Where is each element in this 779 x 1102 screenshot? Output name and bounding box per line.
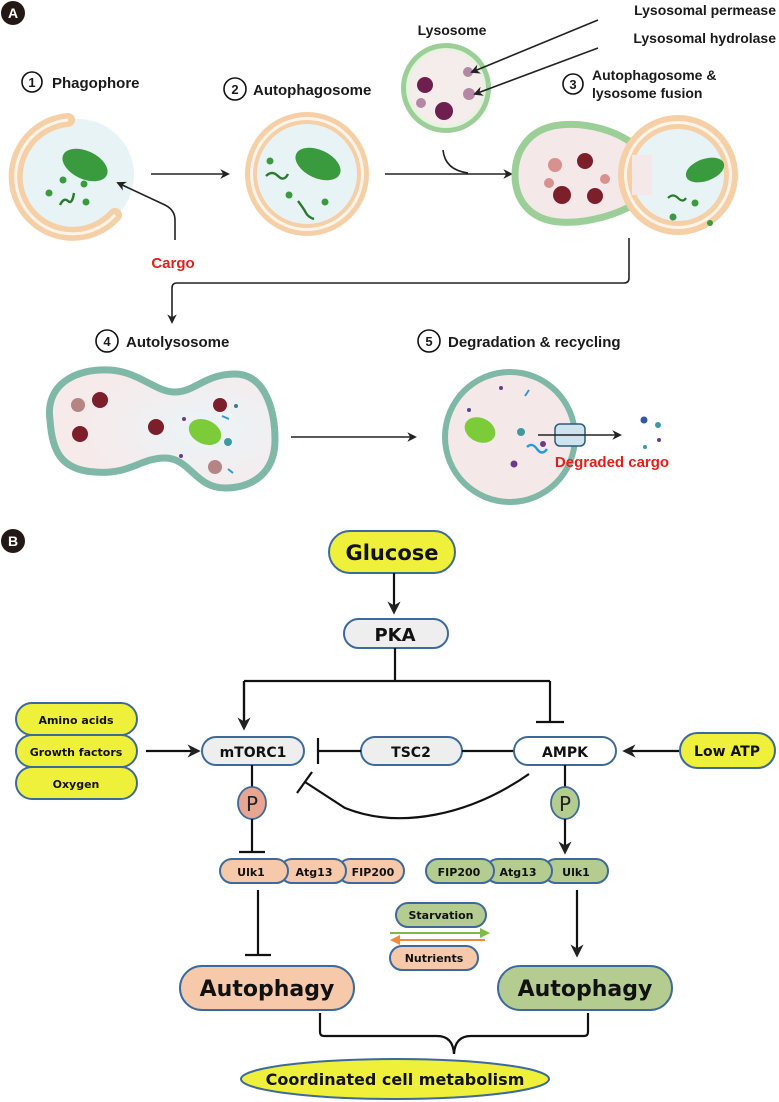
permease-icon — [463, 67, 473, 77]
step-3-number: 3 — [569, 77, 576, 92]
permease-label: Lysosomal permease — [634, 2, 776, 18]
autophagy-right-label: Autophagy — [518, 977, 653, 1002]
hydrolase-icon — [435, 102, 453, 120]
hydrolase-label: Lysosomal hydrolase — [633, 30, 776, 46]
inhibit-mtorc1-to-ulk1 — [239, 819, 265, 854]
hydrolase-icon — [577, 153, 593, 169]
inhibit-to-autophagy-left — [245, 890, 271, 957]
nutrients-node — [389, 945, 479, 971]
phospho-right-label: P — [559, 792, 571, 816]
inhibit-pka-to-ampk — [536, 681, 564, 724]
panel-b-badge — [1, 529, 25, 553]
outcome-node — [240, 1058, 550, 1100]
hydrolase-pointer — [473, 47, 599, 96]
cargo-arrow — [116, 181, 176, 240]
fip200-left-label: FIP200 — [352, 866, 395, 879]
step-1-number: 1 — [28, 75, 35, 90]
atg13-right-label: Atg13 — [500, 866, 537, 879]
step-1-label: Phagophore — [52, 75, 140, 92]
step-4-label: Autolysosome — [126, 334, 229, 351]
hydrolase-icon — [463, 88, 475, 100]
step-4-number: 4 — [103, 334, 111, 349]
input-oxygen — [15, 766, 138, 800]
lysosome-illustration — [401, 43, 491, 133]
fusion-illustration — [511, 115, 738, 235]
autophagosome-illustration — [245, 112, 369, 236]
starvation-node — [395, 902, 487, 928]
autophagy-left-label: Autophagy — [200, 977, 335, 1002]
step-3-heading: 3 Autophagosome & lysosome fusion — [562, 67, 716, 101]
step-5-heading: 5 Degradation & recycling — [417, 329, 621, 353]
oxygen-label: Oxygen — [53, 778, 100, 791]
step-5-number: 5 — [425, 334, 432, 349]
ulk1-right-label: Ulk1 — [562, 866, 590, 879]
glucose-node — [328, 530, 456, 574]
hydrolase-icon — [92, 392, 108, 408]
ampk-label: AMPK — [542, 745, 589, 761]
mitochondria-icon — [685, 157, 725, 183]
cargo-label: Cargo — [151, 255, 194, 272]
inhibit-ampk-to-mtorc1-curve — [304, 773, 530, 820]
panel-a: A 1 Phagophore Cargo 2 Autophag — [1, 1, 776, 505]
inhibit-tsc2-to-mtorc1 — [316, 738, 361, 764]
phagophore-illustration — [8, 113, 134, 241]
step-3-label-line1: Autophagosome & — [592, 67, 716, 83]
atg13-left-label: Atg13 — [296, 866, 333, 879]
mtorc1-label: mTORC1 — [220, 745, 287, 761]
step-4-heading: 4 Autolysosome — [95, 329, 229, 353]
low-atp-label: Low ATP — [694, 744, 760, 760]
arrow-fusion-to-autolysosome — [167, 238, 630, 324]
degrading-mitochondria-icon — [188, 418, 222, 446]
ulk1-left-label: Ulk1 — [237, 866, 265, 879]
autophagy-right-node — [497, 965, 673, 1011]
growth-factors-label: Growth factors — [30, 746, 123, 759]
degraded-cargo-label: Degraded cargo — [555, 454, 669, 471]
pka-label: PKA — [374, 625, 415, 646]
step-1-heading: 1 Phagophore — [21, 71, 140, 93]
ulk1-complex-left: Ulk1 Atg13 FIP200 — [219, 858, 405, 884]
phospho-left-label: P — [246, 792, 258, 816]
step-number-circle — [21, 71, 43, 93]
starvation-label: Starvation — [408, 909, 473, 922]
hydrolase-icon — [417, 77, 433, 93]
panel-a-badge — [1, 1, 25, 25]
step-3-label-line2: lysosome fusion — [592, 85, 702, 101]
lysosome-label: Lysosome — [418, 22, 487, 38]
tsc2-label: TSC2 — [391, 745, 431, 761]
mitochondria-icon — [62, 148, 108, 182]
low-atp-node — [679, 732, 776, 769]
convergence-bracket — [318, 1013, 590, 1055]
step-2-number: 2 — [231, 82, 238, 97]
degradation-illustration — [442, 369, 586, 505]
step-5-label: Degradation & recycling — [448, 334, 621, 351]
amino-acids-label: Amino acids — [38, 714, 114, 727]
degrading-mitochondria-icon — [464, 417, 496, 443]
step-2-heading: 2 Autophagosome — [223, 77, 371, 101]
nutrients-label: Nutrients — [405, 952, 464, 965]
panel-b-badge-label: B — [8, 533, 18, 549]
autophagy-left-node — [179, 965, 355, 1011]
fip200-right-label: FIP200 — [438, 866, 481, 879]
panel-b: B Glucose PKA Amino acids Growth factors… — [1, 529, 776, 1100]
autolysosome-illustration — [45, 366, 279, 492]
panel-a-badge-label: A — [8, 5, 18, 21]
mitochondria-icon — [295, 147, 341, 181]
step-2-label: Autophagosome — [253, 82, 371, 99]
permease-pointer — [470, 19, 599, 74]
outcome-label: Coordinated cell metabolism — [266, 1070, 525, 1089]
glucose-label: Glucose — [345, 541, 438, 565]
ulk1-complex-right: FIP200 Atg13 Ulk1 — [425, 858, 609, 884]
nutrient-inputs: Amino acids Growth factors Oxygen — [15, 702, 138, 800]
